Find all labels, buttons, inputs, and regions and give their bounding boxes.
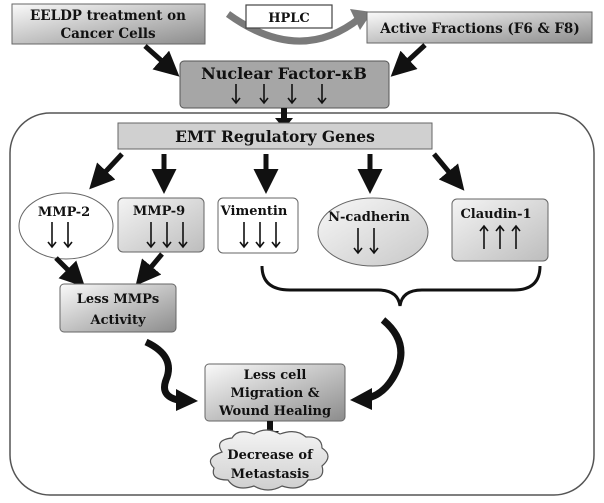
mmp9-down-arrows (146, 222, 188, 249)
genes-curly-brace (260, 265, 542, 307)
arrow-emt-to-mmp2 (89, 152, 124, 190)
arrow-emt-to-claudin (432, 152, 465, 191)
metastasis-line1: Decrease of (227, 448, 314, 463)
curved-arrow-right (366, 317, 405, 402)
nfkb-down-arrows (231, 84, 327, 105)
less-cell-line1: Less cell (244, 368, 307, 383)
vimentin-node (217, 197, 299, 254)
less-mmps-box (59, 283, 177, 333)
ncadherin-label: N-cadherin (328, 210, 410, 225)
curved-arrow-left (144, 338, 179, 404)
active-fractions-label: Active Fractions (F6 & F8) (379, 21, 579, 37)
hplc-label: HPLC (268, 11, 310, 26)
less-cell-line3: Wound Healing (218, 404, 331, 419)
curved-arrow-left-head (176, 389, 198, 411)
ncadherin-node (317, 197, 429, 267)
mmp2-node (18, 192, 114, 260)
arrow-mmp9-to-less-mmps (135, 252, 164, 286)
vimentin-label: Vimentin (220, 204, 288, 219)
hplc-curved-arrow (225, 11, 363, 45)
nfkb-label: Nuclear Factor-κB (201, 64, 367, 83)
eeldp-box (11, 3, 206, 45)
less-mmps-line2: Activity (90, 313, 146, 328)
metastasis-cloud (209, 429, 329, 491)
eeldp-line2: Cancer Cells (60, 26, 156, 42)
active-fractions-box (366, 11, 593, 44)
less-cell-box (204, 363, 346, 422)
hplc-box (245, 4, 333, 29)
claudin-label: Claudin-1 (460, 207, 531, 222)
ncadherin-down-arrows (353, 228, 379, 255)
less-mmps-line1: Less MMPs (77, 292, 159, 307)
mmp2-down-arrows (47, 222, 73, 249)
arrow-eeldp-to-nfkb (143, 44, 180, 77)
mmp9-label: MMP-9 (133, 204, 185, 219)
emt-label: EMT Regulatory Genes (175, 127, 375, 146)
mmp2-label: MMP-2 (38, 205, 90, 220)
less-cell-line2: Migration & (230, 386, 319, 401)
curved-arrow-right-head (350, 388, 372, 410)
emt-box (117, 122, 433, 150)
claudin-up-arrows (479, 224, 521, 249)
metastasis-line2: Metastasis (231, 467, 309, 482)
arrow-mmp2-to-less-mmps (54, 256, 86, 288)
vimentin-down-arrows (239, 222, 281, 249)
arrow-fractions-to-nfkb (390, 43, 427, 77)
eeldp-line1: EELDP treatment on (30, 8, 186, 24)
